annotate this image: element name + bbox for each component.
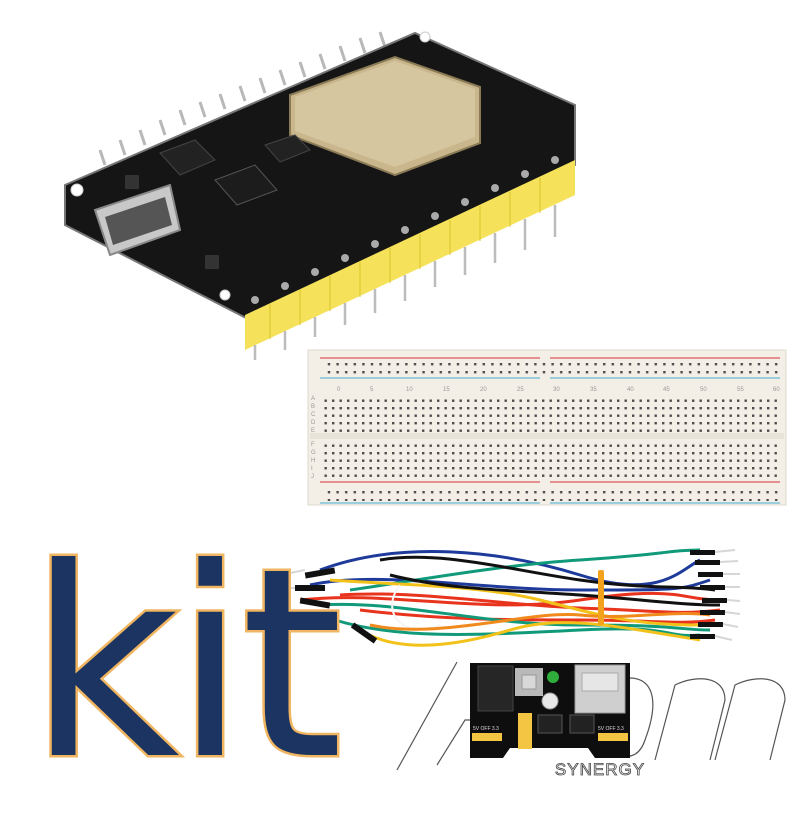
svg-text:20: 20: [480, 387, 487, 393]
svg-text:15: 15: [443, 387, 450, 393]
jumper-wires-image: [280, 530, 741, 655]
svg-text:E: E: [311, 428, 315, 434]
svg-text:10: 10: [406, 387, 413, 393]
svg-text:60: 60: [773, 387, 780, 393]
svg-text:C: C: [311, 412, 316, 418]
svg-text:A: A: [311, 396, 315, 402]
svg-text:40: 40: [627, 387, 634, 393]
svg-text:F: F: [311, 442, 315, 448]
svg-text:I: I: [311, 466, 313, 472]
svg-text:D: D: [311, 420, 316, 426]
svg-text:H: H: [311, 458, 315, 464]
esp32-board-image: [55, 25, 585, 365]
svg-text:35: 35: [590, 387, 597, 393]
svg-text:B: B: [311, 404, 315, 410]
brand-tagline: SYNERGY: [554, 760, 646, 780]
svg-text:G: G: [311, 450, 316, 456]
svg-text:0: 0: [337, 387, 341, 393]
svg-text:45: 45: [663, 387, 670, 393]
svg-text:50: 50: [700, 387, 707, 393]
svg-text:30: 30: [553, 387, 560, 393]
svg-text:5V OFF 3.3: 5V OFF 3.3: [473, 726, 499, 732]
kit-logo-text: kit: [25, 512, 345, 817]
power-supply-module-image: 5V OFF 3.3 5V OFF 3.3: [470, 663, 630, 758]
svg-text:5: 5: [370, 387, 374, 393]
svg-text:25: 25: [517, 387, 524, 393]
svg-text:J: J: [311, 474, 314, 480]
svg-text:55: 55: [737, 387, 744, 393]
svg-text:5V OFF 3.3: 5V OFF 3.3: [598, 726, 624, 732]
